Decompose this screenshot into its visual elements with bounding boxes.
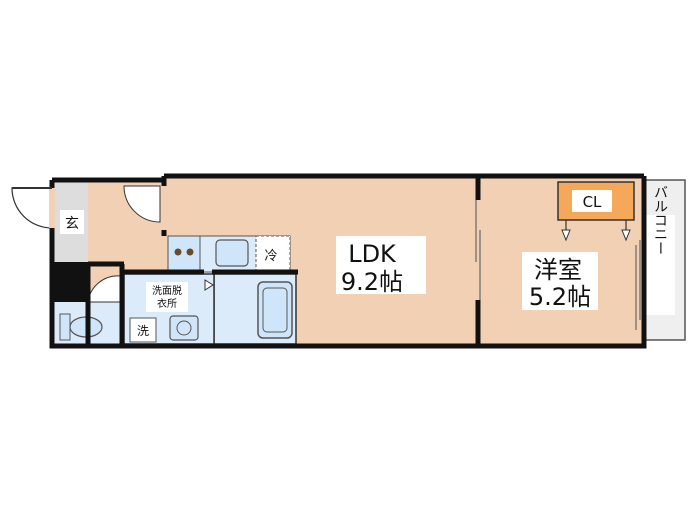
hall-door-swing	[123, 185, 161, 223]
closet-label-bg	[572, 190, 612, 212]
closet-door-arrow-left	[561, 229, 571, 242]
washer-space	[129, 317, 157, 343]
shoe-cabinet	[54, 262, 88, 302]
closet-label: CL	[583, 193, 602, 211]
walls	[49, 173, 647, 349]
western-label-bg	[522, 252, 598, 310]
fridge-label: 冷	[264, 249, 277, 264]
washroom-label-2: 衣所	[157, 297, 177, 310]
kitchen-sink	[215, 239, 249, 267]
bathtub-inner	[262, 287, 288, 333]
toilet-tank	[59, 313, 71, 341]
washroom-label-1: 洗面脱	[152, 284, 182, 297]
stove-burner-2	[186, 248, 194, 256]
stove	[167, 235, 201, 273]
ldk-name: LDK	[348, 240, 397, 268]
washroom-label-bg	[146, 282, 188, 312]
balcony-label: バルコニー	[652, 185, 668, 255]
entrance-label-bg	[60, 210, 84, 234]
closet-door-arrow-right	[621, 229, 631, 242]
western-name: 洋室	[534, 256, 582, 284]
ldk-size: 9.2帖	[341, 268, 403, 296]
western-size: 5.2帖	[529, 283, 591, 311]
stove-burner-1	[174, 248, 182, 256]
washer-label: 洗	[137, 324, 149, 338]
vanity-basin	[176, 320, 192, 336]
entrance-label: 玄	[65, 215, 79, 232]
washroom-door-arrow	[204, 279, 214, 291]
ldk-label-bg	[336, 236, 426, 294]
entry-door-swing	[11, 187, 53, 229]
balcony-label-bg	[645, 215, 675, 315]
